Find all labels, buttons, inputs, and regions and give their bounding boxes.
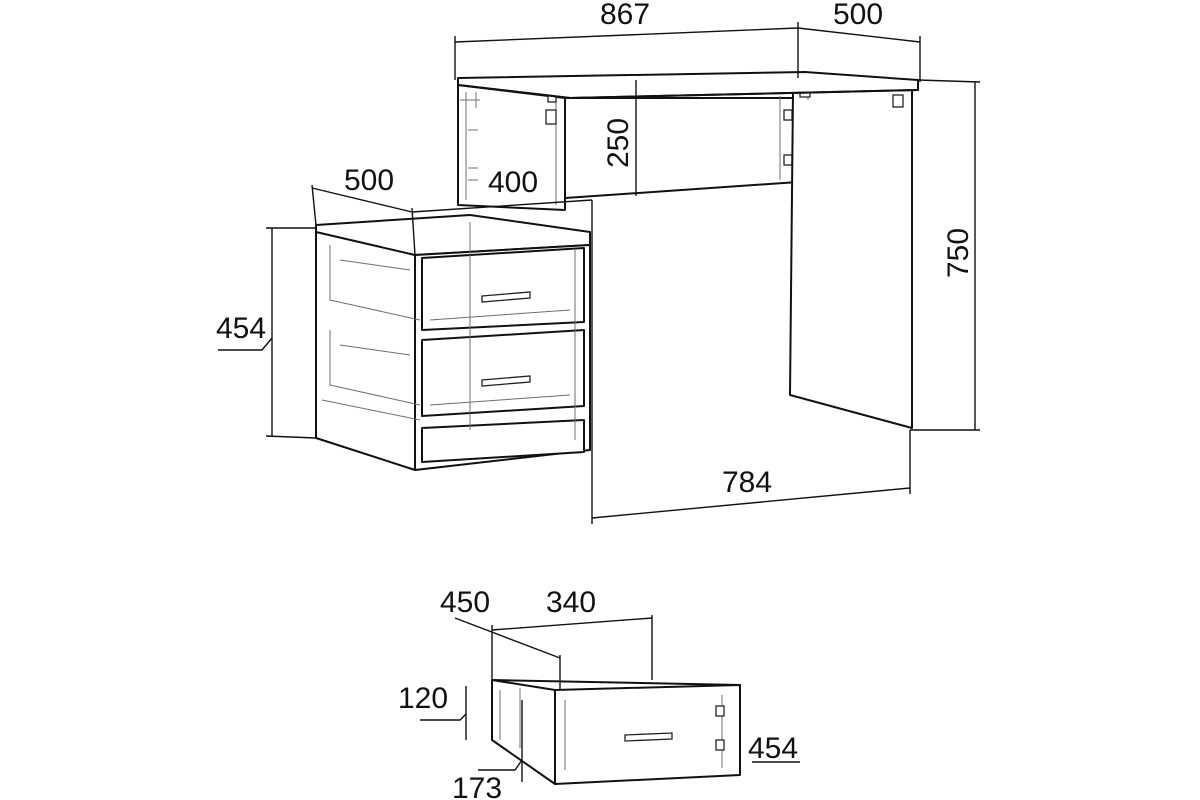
dimension-lines <box>218 22 981 782</box>
label-drawer-height: 120 <box>398 682 448 715</box>
label-drawer-width: 340 <box>546 586 596 619</box>
loose-drawer-side <box>491 679 556 785</box>
label-drawer-depth: 450 <box>440 586 490 619</box>
label-modesty-panel-height: 250 <box>602 118 635 168</box>
label-desk-top-depth: 500 <box>833 0 883 31</box>
loose-drawer-ghost-lines <box>499 688 725 770</box>
pedestal <box>315 214 591 471</box>
pedestal-drawer-2-front <box>421 329 585 417</box>
drawer-1-handle <box>481 291 531 303</box>
label-leg-span: 784 <box>722 466 772 499</box>
dimension-labels: 867 500 250 750 784 500 400 454 450 340 … <box>216 0 975 800</box>
label-drawer-front-width: 454 <box>748 732 798 765</box>
label-pedestal-height: 454 <box>216 312 266 345</box>
pedestal-internal-runners <box>321 222 576 440</box>
label-desk-total-height: 750 <box>942 228 975 278</box>
pedestal-drawer-1-front <box>421 247 585 331</box>
desk <box>457 71 919 429</box>
drawer-2-handle <box>481 375 531 387</box>
pedestal-side <box>315 229 416 471</box>
loose-drawer-handle <box>624 732 673 742</box>
pedestal-drawer-3-front <box>421 419 585 463</box>
desk-right-leg-panel <box>789 86 913 429</box>
desk-top-front-edge <box>457 84 919 99</box>
desk-left-panel-fittings <box>460 92 557 205</box>
label-pedestal-width: 400 <box>488 166 538 199</box>
label-pedestal-depth: 500 <box>344 164 394 197</box>
label-drawer-front-height: 173 <box>452 772 502 800</box>
desk-modesty-panel <box>564 97 799 199</box>
label-desk-top-width: 867 <box>600 0 650 31</box>
loose-drawer <box>491 679 741 785</box>
